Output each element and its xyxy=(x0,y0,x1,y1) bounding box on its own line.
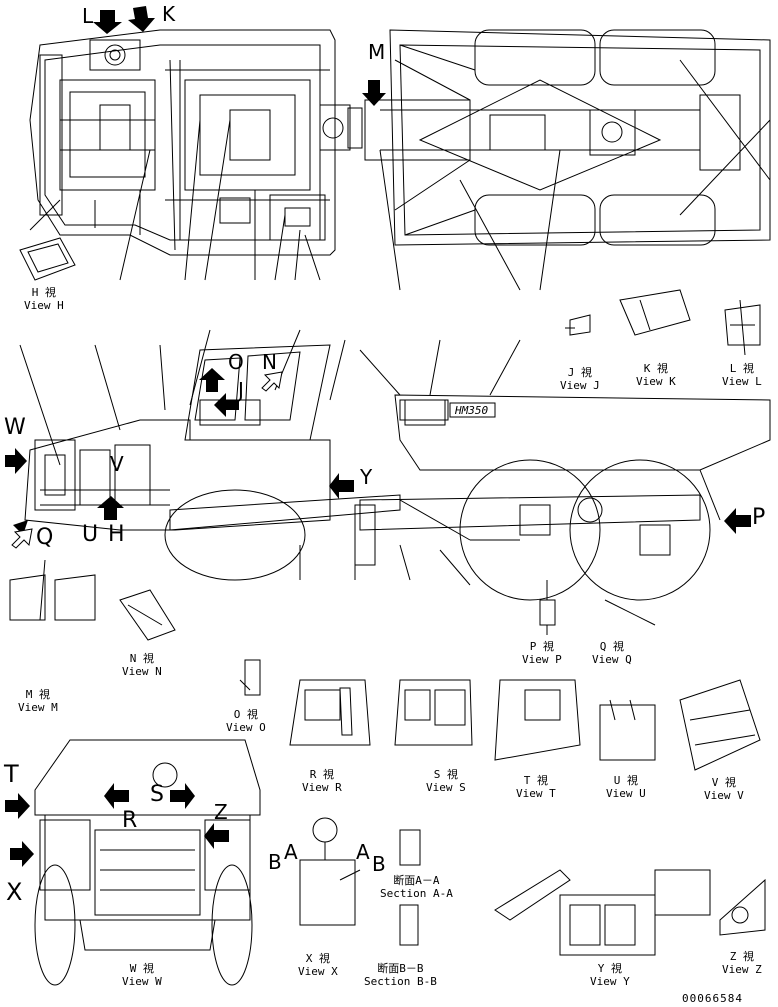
callout-T: T xyxy=(4,760,19,788)
rear-view-w xyxy=(34,739,261,986)
hollow-arrows xyxy=(11,371,283,549)
view-h-panel xyxy=(19,237,76,281)
callout-Q: Q xyxy=(36,525,54,550)
callout-J: J xyxy=(238,378,244,402)
lower-right-sketches xyxy=(299,817,766,956)
callout-P: P xyxy=(752,505,766,530)
callout-L: L xyxy=(82,4,94,28)
callout-A-right: A xyxy=(356,840,370,864)
side-view-truck xyxy=(24,344,771,601)
callout-A-left: A xyxy=(284,840,298,864)
truck-wordmark: HM350 xyxy=(399,399,496,421)
callout-H: H xyxy=(108,522,125,547)
top-view-tractor xyxy=(29,29,363,256)
callout-S: S xyxy=(150,782,164,807)
callout-V: V xyxy=(110,452,124,476)
callout-K: K xyxy=(162,2,176,26)
callout-M: M xyxy=(368,40,386,64)
callout-O: O xyxy=(228,350,244,374)
cab-view-sketches xyxy=(289,679,761,771)
truck-model-text: HM350 xyxy=(454,404,488,417)
callout-B-right: B xyxy=(372,852,386,876)
top-view-body xyxy=(364,29,771,246)
callout-U: U xyxy=(82,522,99,547)
drawing-number: 00066584 xyxy=(682,992,743,1005)
direction-arrows xyxy=(5,6,751,867)
callout-N: N xyxy=(262,350,277,374)
callout-R: R xyxy=(122,808,138,833)
callout-X: X xyxy=(6,878,23,906)
leader-lines-top xyxy=(29,119,561,291)
view-jkl-sketches xyxy=(565,289,761,356)
callout-W: W xyxy=(4,415,26,440)
callout-Y: Y xyxy=(360,465,373,489)
callout-Z: Z xyxy=(214,800,228,824)
view-nopq-sketches xyxy=(9,574,656,696)
callout-B-left: B xyxy=(268,850,282,874)
